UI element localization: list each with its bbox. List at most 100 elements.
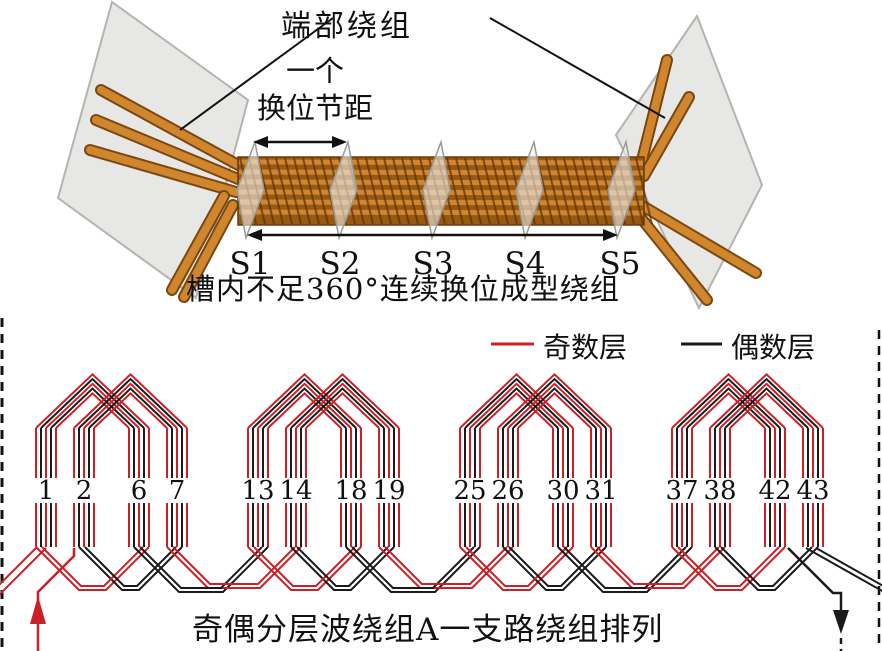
top-end-turn: [88, 387, 173, 429]
bottom-end-turn: [166, 546, 302, 589]
top-end-turn: [285, 372, 400, 429]
top-end-turn: [464, 377, 569, 429]
right-exit-wire: [815, 547, 882, 587]
bundle-weave: [554, 157, 572, 225]
top-end-turn: [247, 372, 362, 429]
bottom-end-turn: [139, 546, 263, 589]
conductor-bar: [640, 93, 693, 180]
bundle-weave: [491, 157, 509, 225]
conductor-bar: [86, 146, 240, 196]
leader-line-right: [489, 17, 666, 119]
bottom-end-turn: [714, 546, 819, 591]
transposition-pitch-label: 一个 换位节距: [232, 53, 398, 127]
bundle-weave: [401, 157, 419, 225]
section-marker-label: S2: [319, 246, 361, 282]
exit-arrow-icon: [833, 610, 849, 634]
bottom-end-turn: [41, 546, 144, 587]
section-plane: [422, 139, 451, 241]
bundle-weave: [365, 157, 383, 225]
top-end-turn: [686, 387, 771, 429]
top-end-turn: [305, 391, 380, 429]
bottom-end-turn: [671, 546, 786, 591]
conductor-bar: [92, 116, 242, 183]
bundle-weave: [590, 157, 608, 225]
bundle-weave: [266, 157, 284, 225]
slot-number: 43: [796, 476, 830, 506]
bundle-weave: [383, 157, 401, 225]
top-end-turn: [257, 382, 352, 429]
bundle-weave: [311, 157, 329, 225]
legend-even-label: 偶数层: [731, 331, 816, 364]
slot-number: 6: [130, 476, 148, 506]
section-plane: [236, 139, 265, 241]
top-end-turn: [469, 382, 564, 429]
pitch-label-line1: 一个: [285, 54, 344, 88]
top-end-turn: [502, 377, 607, 429]
top-end-turn: [73, 372, 188, 429]
top-end-turn: [474, 387, 559, 429]
slot-number: 30: [546, 476, 580, 506]
top-end-turn: [35, 372, 150, 429]
bottom-end-turn: [596, 546, 720, 585]
end-winding-bars: [84, 54, 762, 306]
section-marker-label: S4: [504, 246, 546, 282]
annotation-lines: [179, 17, 666, 241]
left-exit-wire: [0, 547, 37, 586]
slot-number: 2: [75, 476, 93, 506]
top-end-turn: [290, 377, 395, 429]
bottom-end-turn: [563, 546, 687, 589]
bundle-weave: [356, 157, 374, 225]
top-end-turn: [50, 387, 135, 429]
bottom-end-turn: [677, 546, 780, 587]
conductor-bar: [180, 201, 237, 301]
section-marker-label: S5: [599, 246, 641, 282]
span-dimension-arrow-left-arrowhead-icon: [247, 229, 262, 241]
slot-number: 37: [665, 476, 699, 506]
slot-number: 14: [279, 476, 313, 506]
conductor-bar: [637, 201, 760, 277]
conductor-bar: [168, 192, 228, 294]
span-dimension-arrow-right-arrowhead-icon: [603, 229, 618, 241]
bundle-weave: [284, 157, 302, 225]
top-end-turn: [517, 391, 592, 429]
top-end-turn: [267, 391, 342, 429]
bottom-end-turn: [384, 546, 508, 585]
legend-odd-label: 奇数层: [543, 331, 628, 364]
top-end-turn: [300, 387, 385, 429]
bottom-end-turn: [345, 546, 481, 593]
leader-line-left: [179, 17, 334, 131]
bottom-end-turn: [557, 546, 693, 593]
top-end-turn: [681, 382, 776, 429]
slot-number: 1: [37, 476, 55, 506]
bottom-end-turn: [351, 546, 475, 589]
bundle-weave: [572, 157, 590, 225]
conductor-bar: [633, 209, 711, 304]
top-end-turn: [40, 377, 145, 429]
slot-number: 19: [372, 476, 406, 506]
bottom-end-turn: [133, 546, 269, 593]
left-exit-wire: [0, 547, 47, 596]
slot-number: 42: [758, 476, 792, 506]
bottom-end-turn: [290, 546, 395, 591]
top-end-turn: [459, 372, 574, 429]
slot-number: 18: [334, 476, 368, 506]
pitch-dimension-arrow-right-arrowhead-icon: [332, 136, 347, 148]
bundle-weave: [581, 157, 599, 225]
top-end-turn: [83, 382, 178, 429]
top-end-turn: [714, 377, 819, 429]
section-plane: [607, 139, 636, 241]
bottom-caption: 奇偶分层波绕组A一支路绕组排列: [192, 612, 664, 648]
bottom-end-turn: [508, 546, 601, 587]
slot-number: 7: [168, 476, 186, 506]
top-end-turn: [729, 391, 804, 429]
bottom-end-turn: [720, 546, 813, 587]
bottom-end-turn: [502, 546, 607, 591]
bundle-weave: [392, 157, 410, 225]
top-end-turn: [78, 377, 183, 429]
pitch-dimension-arrow-left-arrowhead-icon: [253, 136, 268, 148]
top-end-turn: [497, 372, 612, 429]
winding-3d-illustration: [56, 0, 764, 311]
bottom-end-turn: [35, 546, 150, 591]
exit-wire: [787, 547, 843, 614]
